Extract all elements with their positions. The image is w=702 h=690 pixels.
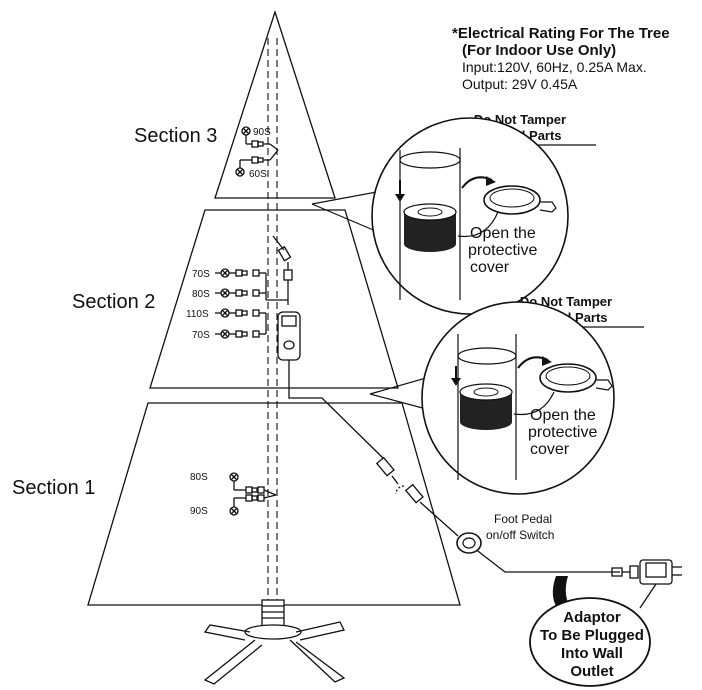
s2-light-4-label: 70S	[192, 330, 210, 341]
rating-subtitle: (For Indoor Use Only)	[462, 42, 616, 59]
section-1-light-strings: 80S 90S	[190, 472, 277, 517]
adaptor-line-3: Into Wall	[561, 645, 623, 662]
adaptor-plug	[611, 559, 682, 609]
s1-light-2-label: 90S	[190, 506, 208, 517]
callout-top-text-2: protective	[468, 242, 537, 259]
adaptor-line-1: Adaptor	[563, 609, 621, 626]
section-1-label: Section 1	[12, 477, 95, 499]
s2-light-2-label: 80S	[192, 289, 210, 300]
tree-stand	[203, 599, 346, 685]
callout-top-text-1: Open the	[470, 225, 536, 242]
s2-light-1-label: 70S	[192, 269, 210, 280]
tree-section-2-shape	[149, 209, 399, 389]
callout-top-text-3: cover	[470, 259, 510, 276]
s1-light-1-label: 80S	[190, 472, 208, 483]
s3-light-1-label: 90S	[253, 127, 271, 138]
section-2-label: Section 2	[72, 291, 155, 313]
section-2-light-strings: 70S 80S 110S 70S	[186, 268, 288, 341]
adaptor-text: Adaptor To Be Plugged Into Wall Outlet	[540, 609, 644, 680]
rating-output: Output: 29V 0.45A	[462, 76, 578, 92]
foot-pedal-switch	[456, 532, 482, 554]
callout-bottom: Do Not Tamper Internal Parts Open the pr…	[369, 294, 644, 495]
adaptor-line-4: Outlet	[570, 663, 613, 680]
callout-top: Do Not Tamper Internal Parts Open the pr…	[311, 112, 596, 315]
tree-section-1-shape	[87, 402, 461, 606]
s2-light-3-label: 110S	[186, 309, 209, 320]
section-3-light-strings: 90S 60S	[235, 126, 279, 180]
foot-pedal-label-1: Foot Pedal	[494, 512, 552, 526]
rating-title: *Electrical Rating For The Tree	[452, 25, 670, 42]
callout-bottom-text-1: Open the	[530, 407, 596, 424]
electrical-rating: *Electrical Rating For The Tree (For Ind…	[452, 25, 670, 92]
s3-light-2-label: 60S	[249, 169, 267, 180]
foot-pedal-label-2: on/off Switch	[486, 528, 554, 542]
callout-bottom-text-3: cover	[530, 441, 570, 458]
tree-section-3-shape	[214, 9, 336, 199]
section-3-label: Section 3	[134, 125, 217, 147]
adaptor-line-2: To Be Plugged	[540, 627, 644, 644]
adaptor-callout	[529, 597, 651, 687]
power-cord-connector	[375, 456, 620, 573]
section-2-controller	[272, 235, 386, 461]
rating-input: Input:120V, 60Hz, 0.25A Max.	[462, 59, 647, 75]
center-pole	[267, 38, 278, 600]
callout-bottom-text-2: protective	[528, 424, 597, 441]
